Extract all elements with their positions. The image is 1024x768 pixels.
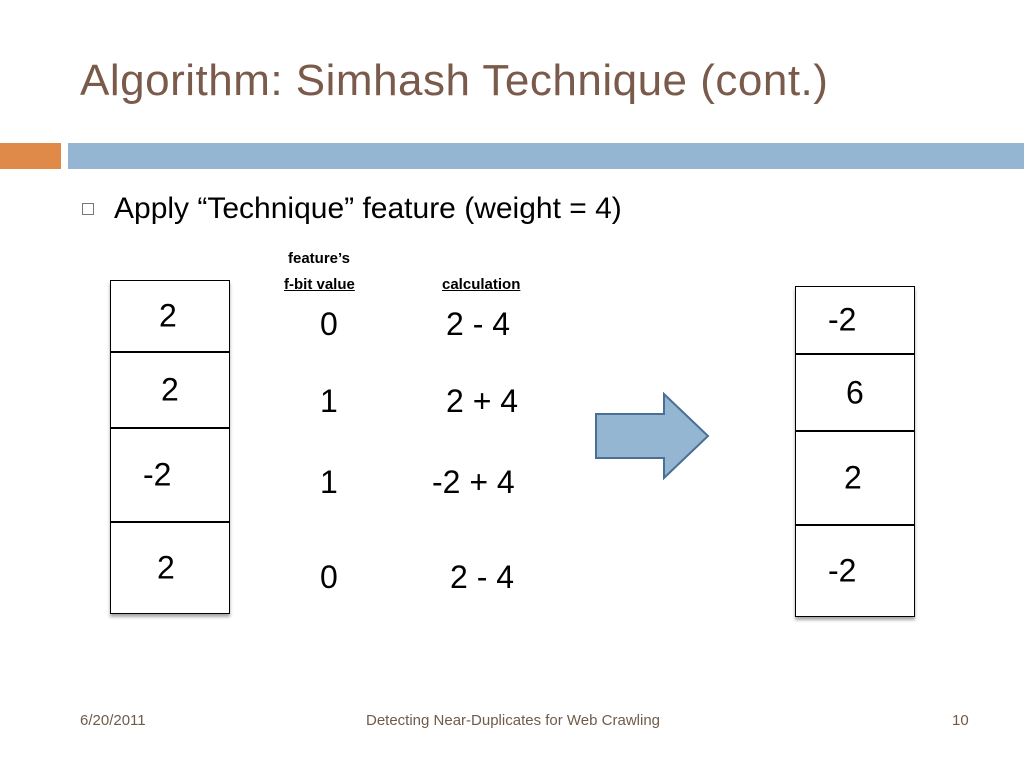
right-vector-cell: 6	[795, 354, 915, 431]
left-vector-cell: -2	[110, 428, 230, 522]
footer-title: Detecting Near-Duplicates for Web Crawli…	[366, 712, 661, 729]
left-vector-value: 2	[157, 549, 175, 586]
fbit-value: 1	[320, 383, 338, 419]
right-vector-cell: -2	[795, 525, 915, 617]
right-vector-value: 2	[844, 459, 862, 496]
right-vector-value: 6	[846, 374, 864, 410]
accent-bar-orange	[0, 143, 61, 169]
left-vector-value: -2	[143, 456, 172, 493]
right-vector-cell: -2	[795, 286, 915, 354]
calculation-value: 2 - 4	[450, 559, 515, 595]
bullet-square-icon	[82, 203, 94, 215]
fbit-header-line1: feature’s	[288, 250, 350, 267]
left-vector-cell: 2	[110, 522, 230, 614]
calculation-value: 2 - 4	[446, 306, 511, 342]
fbit-value: 0	[320, 306, 338, 342]
slide-number: 10	[952, 712, 969, 729]
right-arrow-icon	[595, 392, 710, 480]
fbit-header-line2: f-bit value	[284, 276, 355, 293]
left-vector-value: 2	[161, 371, 179, 408]
accent-bar-blue	[68, 143, 1024, 169]
calculation-value: -2 + 4	[432, 464, 515, 500]
left-vector-value: 2	[159, 297, 177, 334]
left-vector-cell: 2	[110, 280, 230, 352]
fbit-value: 0	[320, 559, 338, 595]
fbit-value: 1	[320, 464, 338, 500]
right-vector-cell: 2	[795, 431, 915, 525]
right-vector-value: -2	[828, 301, 857, 338]
calculation-value: 2 + 4	[446, 383, 519, 419]
bullet-text: Apply “Technique” feature (weight = 4)	[114, 192, 622, 225]
bullet-item: Apply “Technique” feature (weight = 4)	[82, 192, 622, 226]
right-vector-value: -2	[828, 552, 857, 589]
slide-title: Algorithm: Simhash Technique (cont.)	[80, 56, 829, 105]
calculation-header: calculation	[442, 276, 521, 293]
left-vector-cell: 2	[110, 352, 230, 428]
footer-date: 6/20/2011	[80, 712, 146, 729]
